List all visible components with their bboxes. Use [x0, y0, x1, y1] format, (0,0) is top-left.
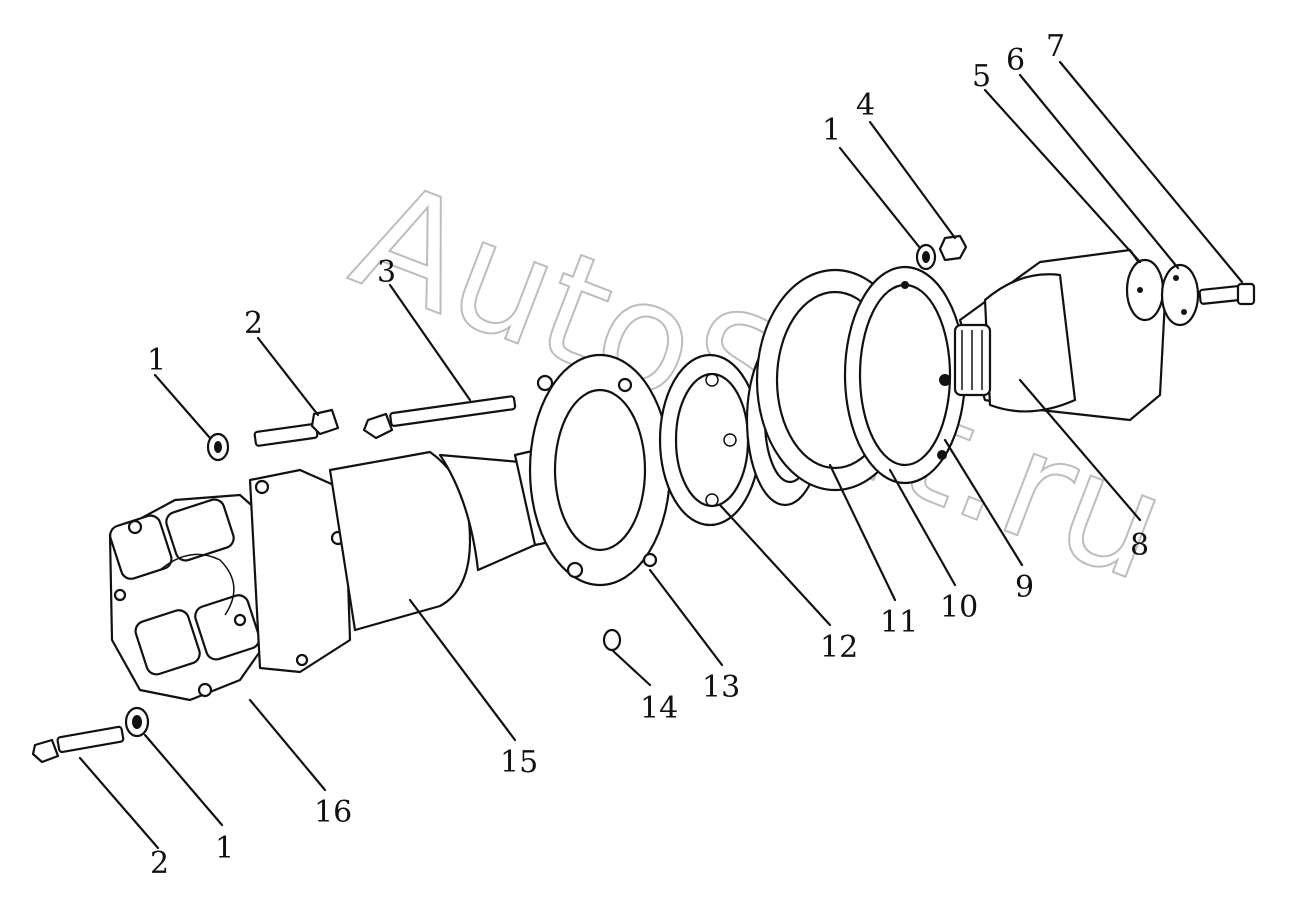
- callout-13: 13: [702, 670, 740, 705]
- callout-1-left: 1: [147, 343, 166, 378]
- part-14-nut: [602, 628, 622, 652]
- part-13-bolt-flange: [528, 353, 672, 587]
- part-8-bell-housing: [953, 248, 1167, 422]
- part-5-6-plates: [1125, 258, 1200, 327]
- callout-14: 14: [640, 691, 678, 726]
- part-4-nut: [938, 234, 968, 262]
- callout-5: 5: [972, 59, 991, 94]
- callout-10: 10: [940, 590, 978, 625]
- part-15-housing-shaft: [248, 438, 607, 674]
- part-1-washer-left: [206, 432, 230, 462]
- part-1-washer-top: [915, 243, 937, 271]
- callout-6: 6: [1006, 43, 1025, 78]
- part-3-long-bolt: [362, 395, 517, 440]
- callout-15: 15: [500, 745, 538, 780]
- callout-1-lower: 1: [215, 831, 234, 866]
- callout-11: 11: [880, 605, 918, 640]
- part-12-bearing: [658, 353, 762, 527]
- callout-3: 3: [377, 255, 396, 290]
- part-16-lug-flange: [108, 493, 270, 702]
- callout-4: 4: [856, 88, 875, 123]
- part-9-toothed-ring: [843, 265, 967, 485]
- part-2-bolt-lower: [31, 725, 125, 764]
- callout-1-top: 1: [822, 113, 841, 148]
- leader-lines: [78, 60, 1244, 850]
- callout-2-upper: 2: [244, 306, 263, 341]
- callout-7: 7: [1046, 29, 1065, 64]
- callout-labels: 1 4 5 6 7 3 2 1 8 9 10 11 12 13 14 15 16…: [147, 29, 1149, 881]
- part-7-bolt: [1198, 282, 1256, 306]
- callout-2-lower: 2: [150, 846, 169, 881]
- part-1-washer-lower: [124, 706, 150, 738]
- callout-9: 9: [1015, 570, 1034, 605]
- part-2-bolt-upper: [253, 408, 340, 447]
- callout-12: 12: [820, 630, 858, 665]
- callout-8: 8: [1130, 528, 1149, 563]
- callout-16: 16: [314, 795, 352, 830]
